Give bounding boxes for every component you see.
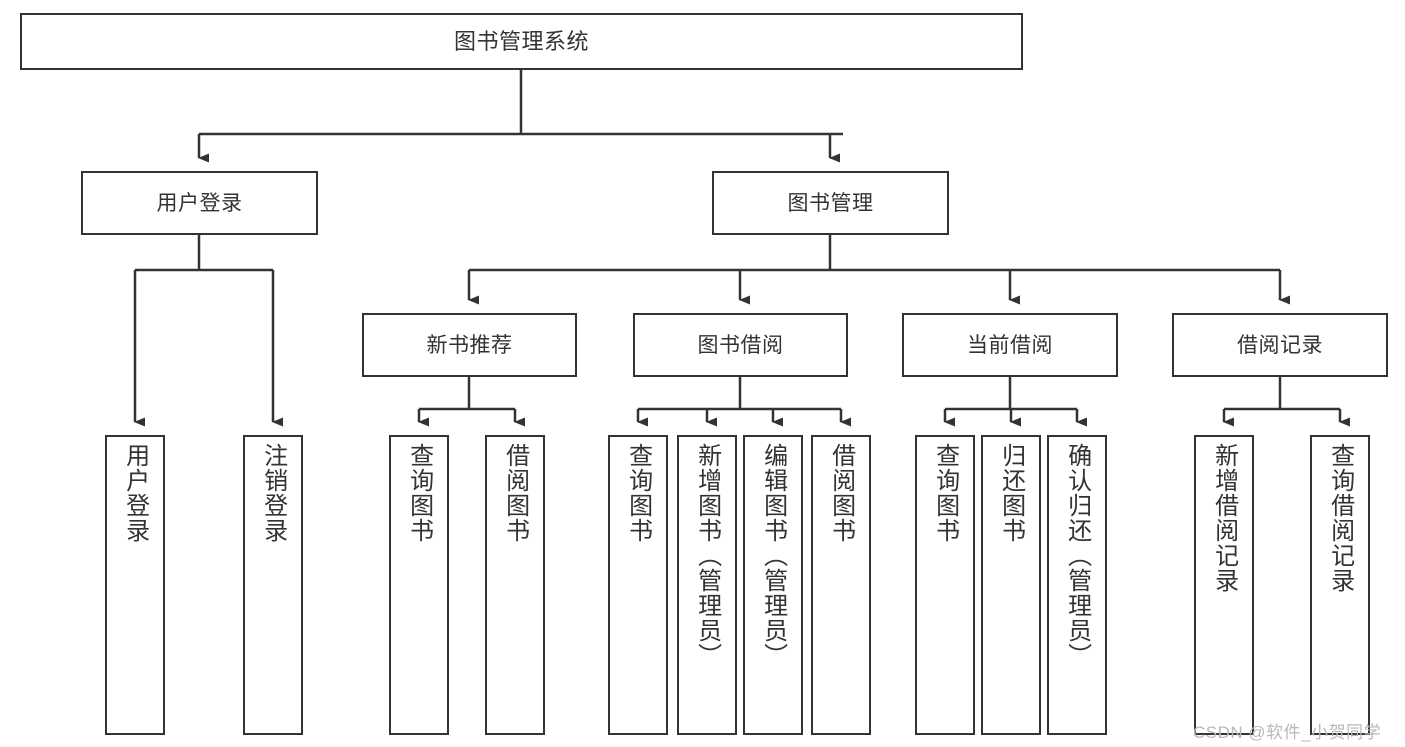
node-new-book-recommend[interactable]: 新书推荐 xyxy=(362,313,577,377)
node-leaf-query-book-3[interactable]: 查询图书 xyxy=(915,435,975,735)
node-leaf-user-logout[interactable]: 注销登录 xyxy=(243,435,303,735)
node-label: 查询图书 xyxy=(405,443,433,543)
node-label: 图书管理系统 xyxy=(453,28,589,54)
node-leaf-confirm-return[interactable]: 确认归还（管理员） xyxy=(1047,435,1107,735)
node-root-book-management-system[interactable]: 图书管理系统 xyxy=(20,13,1023,70)
node-current-borrow[interactable]: 当前借阅 xyxy=(902,313,1118,377)
node-leaf-borrow-book-1[interactable]: 借阅图书 xyxy=(485,435,545,735)
node-label: 确认归还（管理员） xyxy=(1063,443,1091,668)
node-book-borrow[interactable]: 图书借阅 xyxy=(633,313,848,377)
node-label: 借阅图书 xyxy=(827,443,855,543)
node-leaf-query-book-1[interactable]: 查询图书 xyxy=(389,435,449,735)
node-borrow-record[interactable]: 借阅记录 xyxy=(1172,313,1388,377)
node-leaf-borrow-book-2[interactable]: 借阅图书 xyxy=(811,435,871,735)
node-label: 借阅图书 xyxy=(501,443,529,543)
node-label: 新书推荐 xyxy=(426,333,513,357)
node-label: 用户登录 xyxy=(156,191,243,215)
node-leaf-return-book[interactable]: 归还图书 xyxy=(981,435,1041,735)
node-label: 新增图书（管理员） xyxy=(693,443,721,668)
node-label: 查询图书 xyxy=(624,443,652,543)
node-label: 归还图书 xyxy=(997,443,1025,543)
node-label: 编辑图书（管理员） xyxy=(759,443,787,668)
node-label: 注销登录 xyxy=(259,443,287,543)
node-user-login[interactable]: 用户登录 xyxy=(81,171,318,235)
node-leaf-add-record[interactable]: 新增借阅记录 xyxy=(1194,435,1254,735)
node-leaf-add-book[interactable]: 新增图书（管理员） xyxy=(677,435,737,735)
node-label: 新增借阅记录 xyxy=(1210,443,1238,593)
node-label: 当前借阅 xyxy=(967,333,1053,357)
node-label: 图书管理 xyxy=(787,191,874,215)
node-label: 查询图书 xyxy=(931,443,959,543)
node-label: 用户登录 xyxy=(121,443,149,543)
node-leaf-query-book-2[interactable]: 查询图书 xyxy=(608,435,668,735)
node-label: 图书借阅 xyxy=(697,333,784,357)
node-book-management[interactable]: 图书管理 xyxy=(712,171,949,235)
node-label: 查询借阅记录 xyxy=(1326,443,1354,593)
node-leaf-user-login[interactable]: 用户登录 xyxy=(105,435,165,735)
node-label: 借阅记录 xyxy=(1237,333,1323,357)
csdn-watermark: CSDN @软件_小贺同学 xyxy=(1193,723,1382,742)
node-leaf-edit-book[interactable]: 编辑图书（管理员） xyxy=(743,435,803,735)
node-leaf-query-record[interactable]: 查询借阅记录 xyxy=(1310,435,1370,735)
